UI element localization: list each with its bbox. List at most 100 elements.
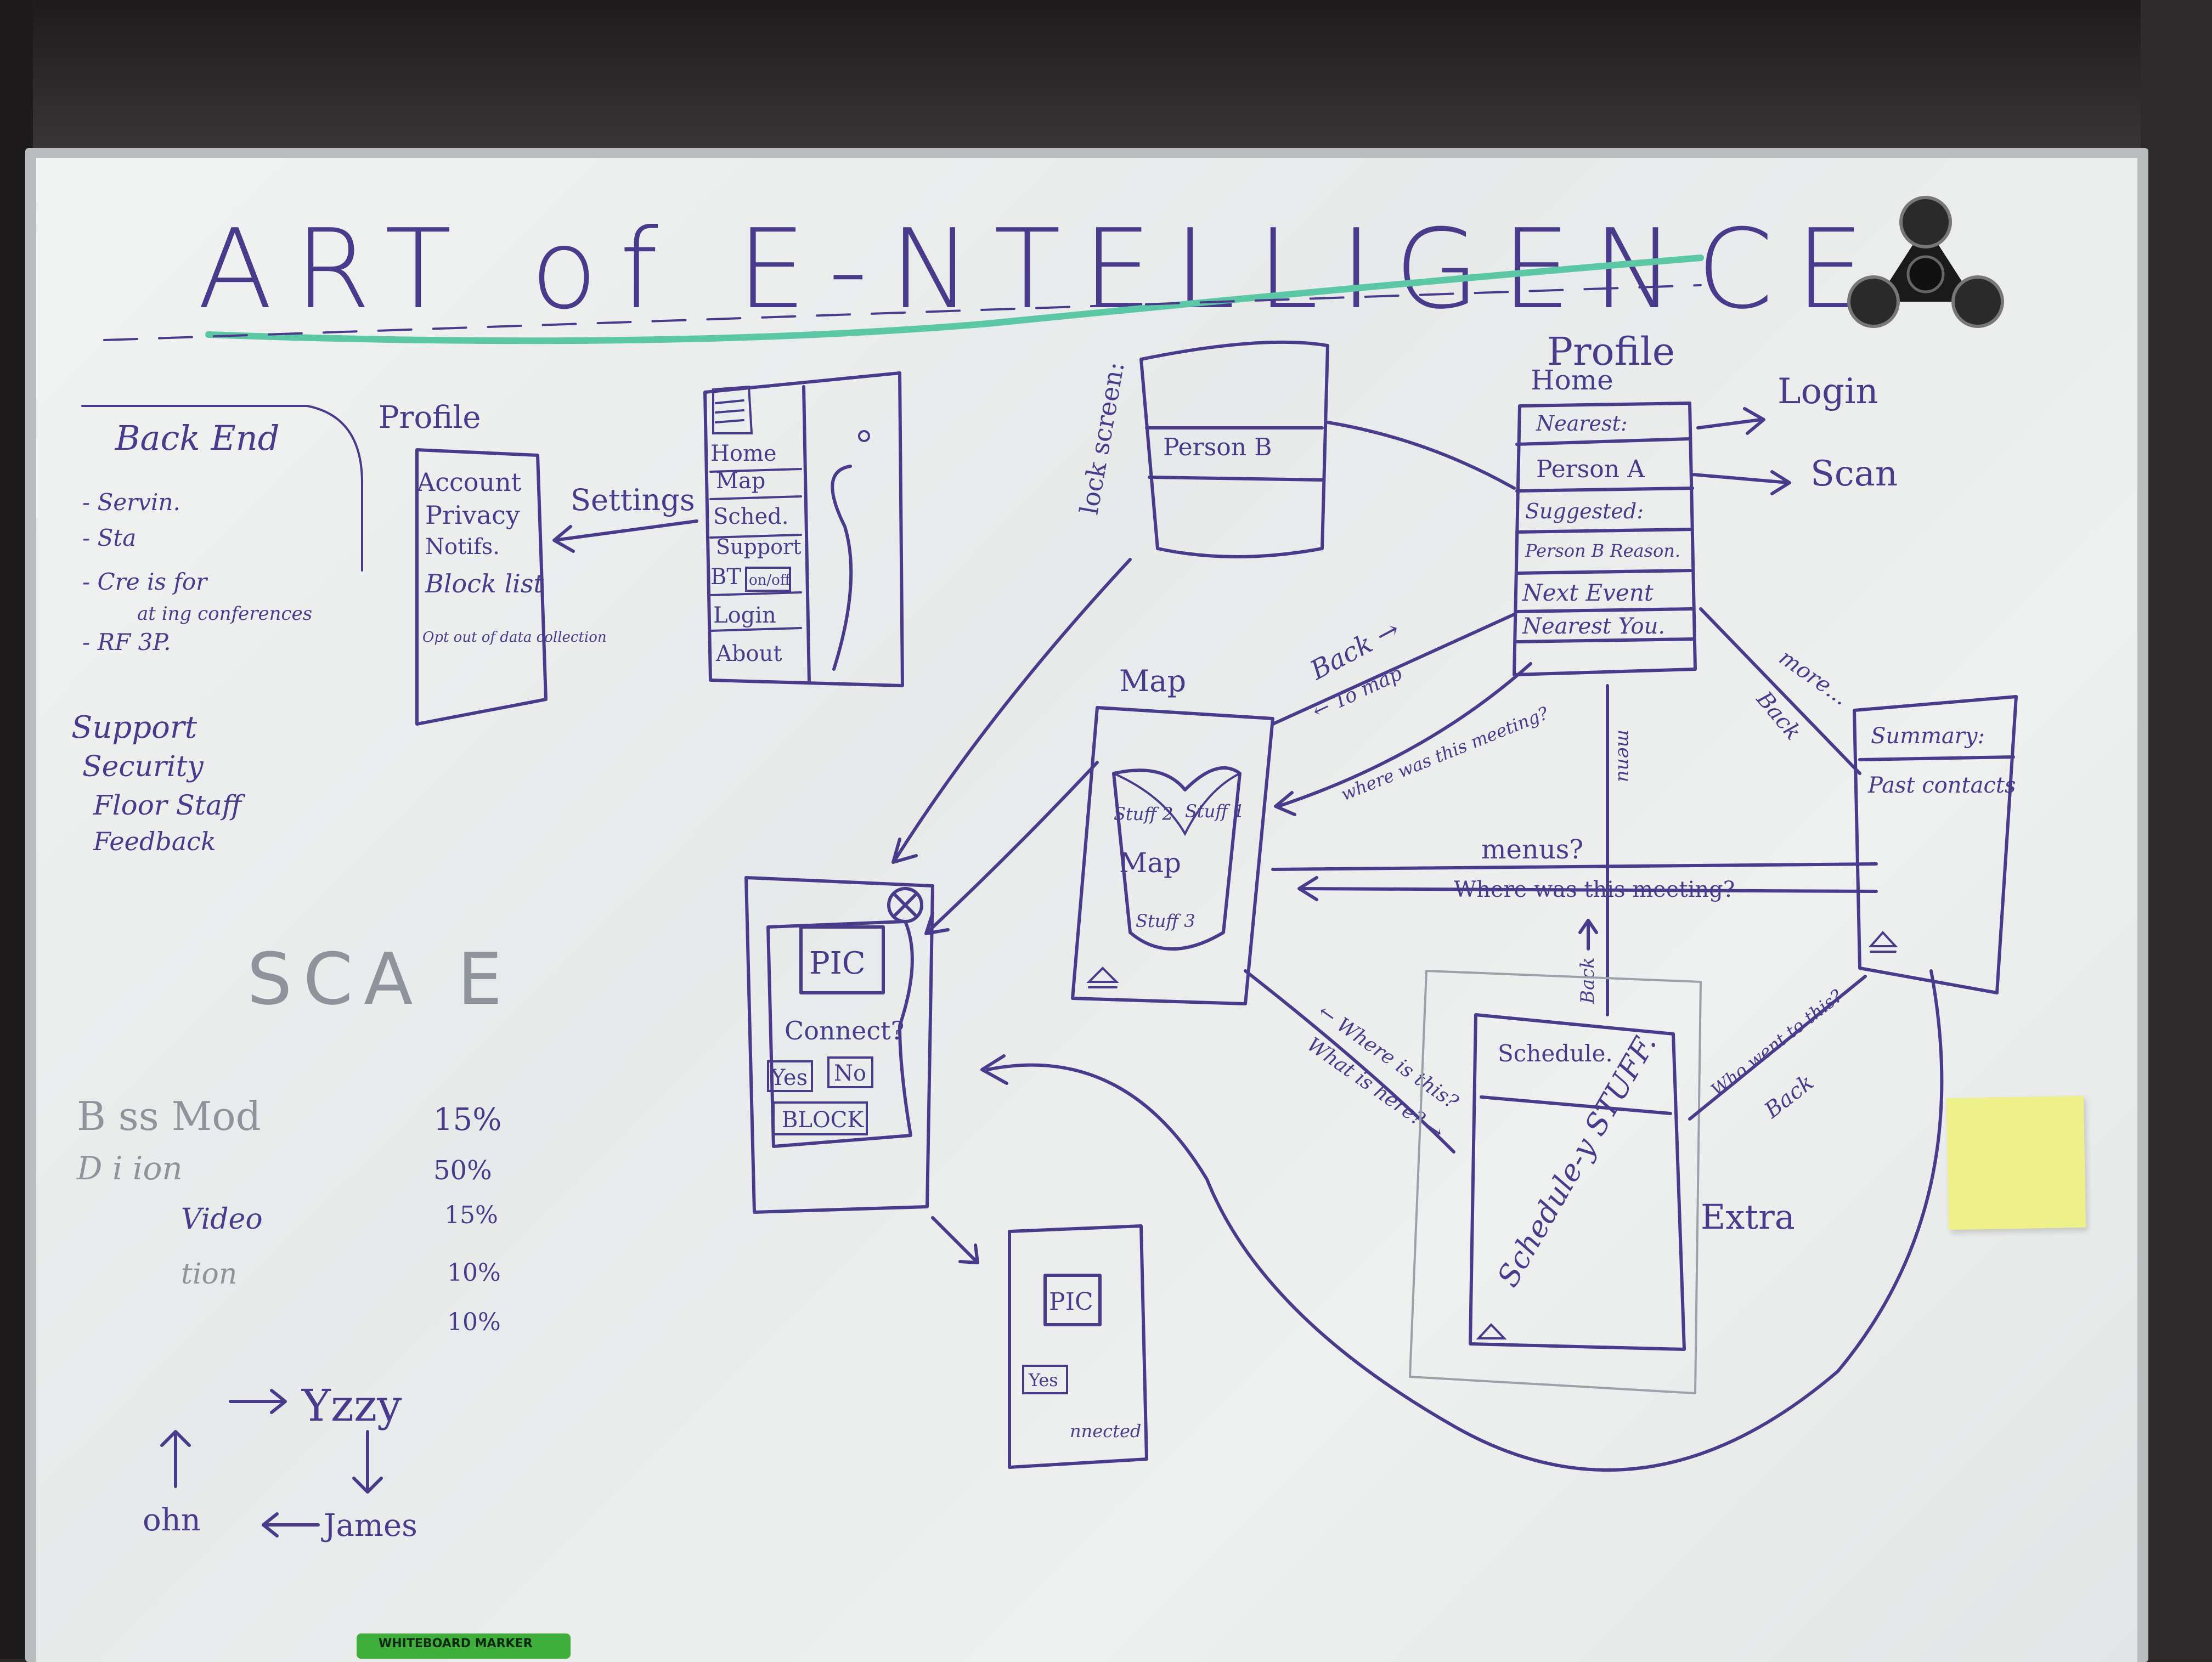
team-member-yzzy: Yzzy <box>301 1380 402 1431</box>
arrow-yzzy-to-james <box>352 1430 383 1494</box>
menu-item-home: Home <box>710 441 777 466</box>
backend-heading: Back End <box>115 418 279 458</box>
arrow-james-to-john <box>262 1512 320 1537</box>
arrow-john-up <box>160 1430 191 1488</box>
scale-heading: SCA E <box>247 937 514 1021</box>
home-item-suggested: Suggested: <box>1525 499 1644 523</box>
close-icon-x <box>894 894 917 917</box>
team-member-john: ohn <box>143 1502 201 1538</box>
connect-yes-button <box>767 1060 813 1092</box>
profile-item-optout: Opt out of data collection <box>422 629 607 646</box>
line-home-to-summary <box>1699 607 1861 775</box>
wall-right <box>2141 0 2212 1659</box>
menu-item-support: Support <box>716 535 801 559</box>
menu-item-about: About <box>715 641 782 666</box>
scale-row-1-label: B ss Mod <box>77 1093 261 1139</box>
board-title: ART of E-NTELLIGENCE <box>198 206 1887 333</box>
schedule-title: Schedule. <box>1498 1040 1613 1067</box>
profile-item-privacy: Privacy <box>425 500 520 530</box>
spinner-lobe-left <box>1847 275 1900 328</box>
backend-item-4: at ing conferences <box>137 603 312 625</box>
scale-row-2-label: D i ion <box>76 1150 183 1187</box>
where-meeting-diag-label: where was this meeting? <box>1338 702 1552 805</box>
summary-item-summary: Summary: <box>1871 723 1985 749</box>
lock-screen-label: lock screen: <box>1074 359 1130 517</box>
home-title-profile: Profile <box>1547 329 1675 374</box>
marker-label: WHITEBOARD MARKER <box>379 1637 533 1650</box>
backend-frame <box>81 405 363 572</box>
home-screen-dividers <box>1515 437 1694 643</box>
map-region-outline <box>1112 766 1242 951</box>
who-went-label: Who went to this? <box>1707 985 1847 1101</box>
support-item-1: Support <box>71 710 198 745</box>
spinner-center <box>1906 255 1945 293</box>
connect-yes-label: Yes <box>770 1065 808 1090</box>
scale-row-2-pct: 50% <box>433 1155 492 1186</box>
schedule-screen-divider <box>1480 1095 1672 1115</box>
arrow-lock-to-connect <box>891 558 1132 864</box>
connected-pic-label: PIC <box>1049 1288 1093 1316</box>
map-home-icon <box>1086 966 1119 988</box>
menu-screen-edge-curve <box>831 465 853 671</box>
menu-screen-dot-icon <box>858 430 870 442</box>
menu-item-dividers <box>709 468 802 632</box>
arrow-to-login <box>1696 407 1765 435</box>
more-label: more... <box>1774 645 1853 711</box>
loop-arrow-summary-to-connect <box>980 969 1944 1472</box>
connected-yes-label: Yes <box>1028 1370 1058 1390</box>
team-member-james: James <box>321 1508 417 1544</box>
connected-yes-button <box>1022 1365 1068 1394</box>
line-home-to-map <box>1271 613 1516 726</box>
connect-no-label: No <box>834 1061 866 1086</box>
spinner-lobe-top <box>1899 196 1952 248</box>
home-item-nearest-you: Nearest You. <box>1522 614 1665 639</box>
backend-item-3: - Cre is for <box>82 568 208 595</box>
settings-arrow <box>552 519 698 553</box>
map-screen-frame <box>1071 706 1274 1005</box>
sticky-note <box>1946 1095 2086 1230</box>
map-stuff-2: Stuff 2 <box>1114 804 1173 824</box>
extra-label: Extra <box>1701 1197 1795 1237</box>
profile-item-account: Account <box>416 467 522 497</box>
connect-pic-box <box>799 925 885 994</box>
line-map-to-schedule <box>1244 969 1455 1154</box>
schedule-home-icon <box>1476 1323 1507 1345</box>
scale-row-3-pct: 15% <box>444 1201 498 1229</box>
backend-item-2: - Sta <box>82 524 136 551</box>
hamburger-icon <box>712 385 753 434</box>
wall-top <box>0 0 2212 154</box>
menu-item-map: Map <box>716 468 765 494</box>
backend-item-5: - RF 3P. <box>82 629 171 655</box>
summary-screen-frame <box>1853 695 2018 994</box>
home-item-next-event: Next Event <box>1522 579 1654 606</box>
home-title-home: Home <box>1531 364 1613 396</box>
settings-label: Settings <box>571 483 695 517</box>
scale-row-4-label: tion <box>181 1258 237 1291</box>
scale-row-5-pct: 10% <box>447 1308 501 1336</box>
connect-screen-frame <box>744 876 934 1214</box>
connect-no-button <box>827 1056 873 1088</box>
login-label: Login <box>1778 371 1878 412</box>
support-item-4: Feedback <box>93 827 216 856</box>
lock-screen-frame <box>1139 340 1329 558</box>
support-item-2: Security <box>82 750 204 783</box>
profile-panel-title: Profile <box>379 400 481 436</box>
arrow-map-to-connect <box>924 761 1099 935</box>
home-item-nearest: Nearest: <box>1536 411 1628 436</box>
menu-item-bt: BT <box>710 564 741 590</box>
menu-screen-divider <box>802 385 811 685</box>
title-underline <box>205 255 1704 344</box>
connect-pic-label: PIC <box>809 946 866 981</box>
close-icon <box>887 887 923 923</box>
lock-screen-person: Person B <box>1163 433 1272 461</box>
scale-row-4-pct: 10% <box>447 1259 501 1287</box>
spinner-lobe-right <box>1951 275 2004 328</box>
home-item-person-b: Person B Reason. <box>1525 540 1680 561</box>
scan-label: Scan <box>1810 454 1898 494</box>
arrow-summary-to-map <box>1297 876 1878 901</box>
arrow-home-to-map <box>1274 662 1532 816</box>
scale-row-3-label: Video <box>181 1203 263 1236</box>
menus-q-label: menus? <box>1481 834 1583 865</box>
connect-block-label: BLOCK <box>782 1107 864 1133</box>
